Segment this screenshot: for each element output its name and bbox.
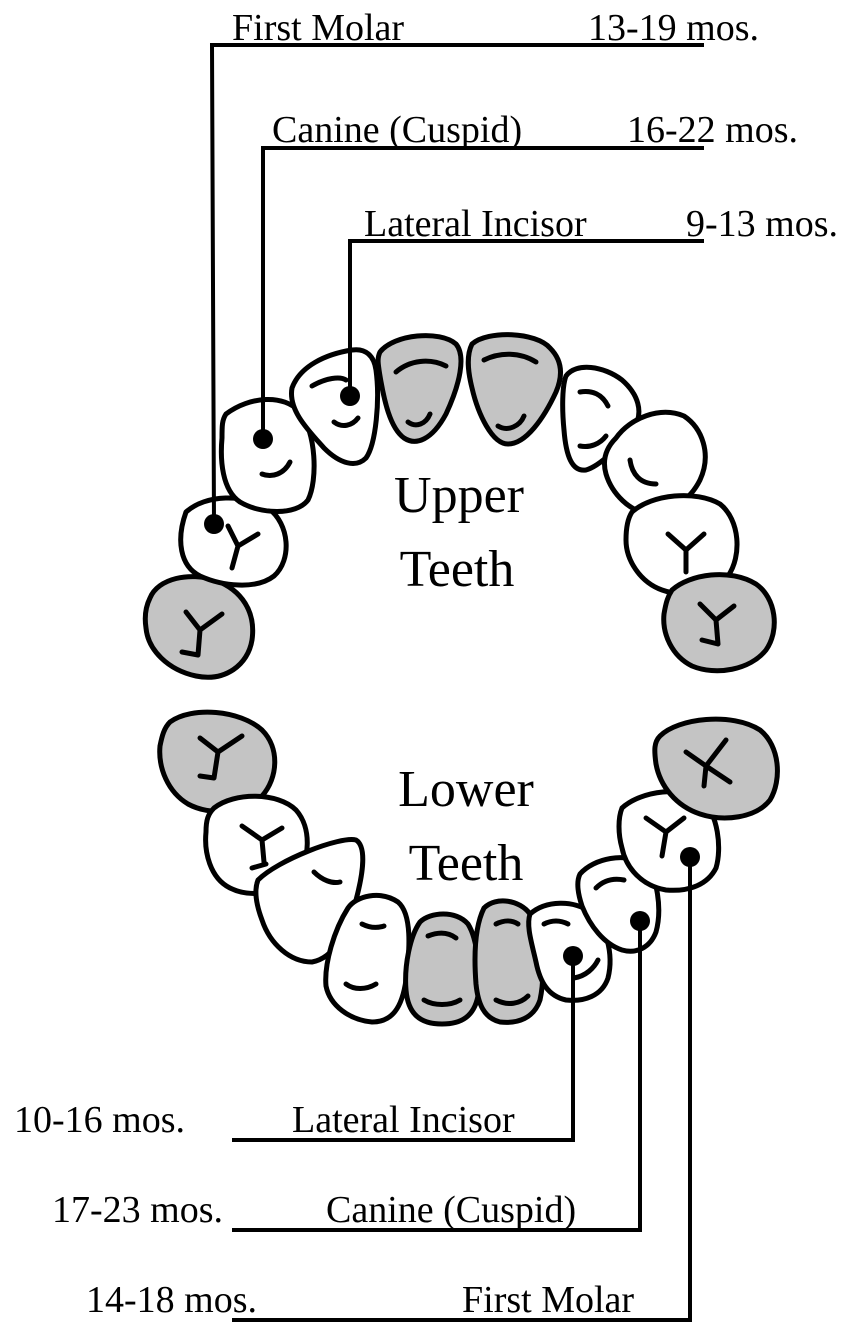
upper-right-second-molar	[664, 575, 775, 671]
pointer-dot	[563, 946, 583, 966]
lower-label-line-2: Teeth	[409, 835, 524, 892]
pointer-dot	[680, 847, 700, 867]
upper-left-central-incisor	[378, 336, 461, 442]
callout-age: 13-19 mos.	[588, 7, 759, 49]
upper-left-second-molar	[145, 577, 252, 678]
upper-label-line-1: Upper	[394, 467, 524, 524]
pointer-dot	[204, 514, 224, 534]
callout-tooth-name: First Molar	[232, 7, 404, 49]
upper-teeth-label: Upper Teeth	[394, 467, 524, 598]
pointer-dot	[340, 386, 360, 406]
callout-age: 9-13 mos.	[686, 203, 838, 245]
pointer-dot	[630, 911, 650, 931]
callout-tooth-name: Lateral Incisor	[292, 1099, 515, 1141]
upper-label-line-2: Teeth	[400, 541, 515, 598]
callout-age: 10-16 mos.	[14, 1099, 185, 1141]
lower-label-line-1: Lower	[398, 761, 534, 818]
upper-right-central-incisor	[468, 335, 560, 444]
callout-tooth-name: Lateral Incisor	[364, 203, 587, 245]
lower-left-central-incisor	[406, 914, 479, 1024]
callout-age: 17-23 mos.	[52, 1189, 223, 1231]
lower-teeth-label: Lower Teeth	[398, 761, 534, 892]
callout-tooth-name: Canine (Cuspid)	[272, 109, 522, 151]
pointer-dot	[253, 429, 273, 449]
callout-age: 14-18 mos.	[86, 1279, 257, 1321]
callout-tooth-name: Canine (Cuspid)	[326, 1189, 576, 1231]
callout-tooth-name: First Molar	[462, 1279, 634, 1321]
callout-age: 16-22 mos.	[627, 109, 798, 151]
